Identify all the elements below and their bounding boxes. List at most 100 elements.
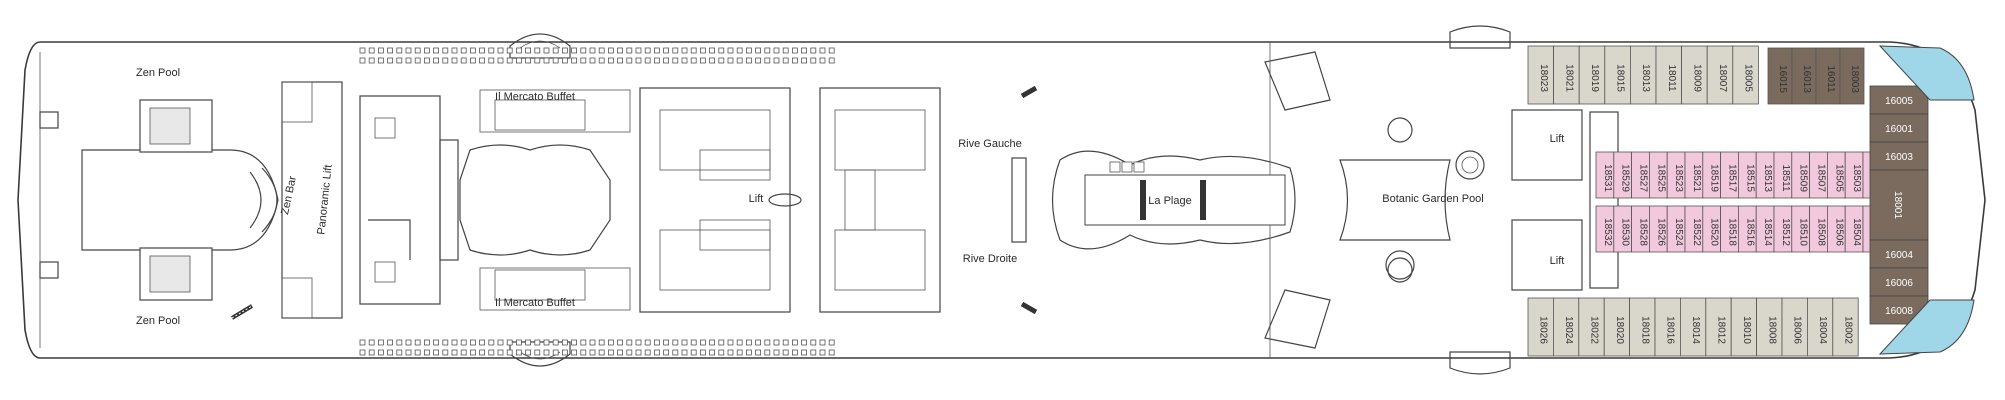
suite[interactable]: 16006 bbox=[1869, 267, 1929, 297]
cabin-number: 18527 bbox=[1638, 164, 1649, 192]
cabin[interactable]: 18532 bbox=[1595, 205, 1615, 253]
cabin[interactable]: 18529 bbox=[1613, 151, 1633, 199]
cabin[interactable]: 18527 bbox=[1631, 151, 1650, 199]
cabin[interactable]: 18515 bbox=[1738, 151, 1757, 199]
cabin[interactable]: 18004 bbox=[1807, 297, 1834, 357]
seat bbox=[828, 339, 835, 346]
cabin-number: 18528 bbox=[1638, 218, 1649, 246]
cabin[interactable]: 18524 bbox=[1666, 205, 1686, 253]
cabin-number: 18013 bbox=[1640, 64, 1651, 92]
cabin[interactable]: 18530 bbox=[1613, 205, 1633, 253]
cabin[interactable]: 18521 bbox=[1684, 151, 1704, 199]
seat bbox=[387, 339, 394, 346]
cabin[interactable]: 18528 bbox=[1631, 205, 1650, 253]
cabin[interactable]: 18526 bbox=[1649, 205, 1668, 253]
cabin[interactable]: 18518 bbox=[1720, 205, 1739, 253]
cabin[interactable]: 18023 bbox=[1527, 45, 1555, 105]
seat bbox=[663, 349, 669, 356]
cabin[interactable]: 18006 bbox=[1781, 297, 1808, 357]
cabin[interactable]: 18513 bbox=[1755, 151, 1775, 199]
cabin[interactable]: 18531 bbox=[1595, 151, 1615, 199]
cabin[interactable]: 18512 bbox=[1773, 205, 1793, 253]
seat bbox=[359, 47, 366, 54]
seat bbox=[635, 349, 642, 356]
cabin[interactable]: 18507 bbox=[1809, 151, 1828, 199]
cabin[interactable]: 16013 bbox=[1791, 47, 1817, 105]
cabin[interactable]: 18511 bbox=[1773, 151, 1793, 199]
cabin[interactable]: 18517 bbox=[1720, 151, 1739, 199]
buffet-label-bottom: Il Mercato Buffet bbox=[495, 297, 575, 309]
cabin[interactable]: 16011 bbox=[1815, 47, 1841, 105]
cabin[interactable]: 18013 bbox=[1630, 45, 1657, 105]
seat bbox=[617, 47, 623, 54]
seat bbox=[387, 47, 394, 54]
cabin[interactable]: 18015 bbox=[1604, 45, 1631, 105]
cabin[interactable]: 18021 bbox=[1553, 45, 1580, 105]
cabin[interactable]: 18018 bbox=[1629, 297, 1656, 357]
cabin[interactable]: 18504 bbox=[1844, 205, 1864, 253]
suite[interactable]: 18001 bbox=[1869, 169, 1929, 241]
botanic-area bbox=[1264, 25, 1511, 375]
seat bbox=[810, 339, 817, 346]
cabin[interactable]: 18505 bbox=[1827, 151, 1846, 199]
cabin[interactable]: 18005 bbox=[1732, 45, 1759, 105]
cabin[interactable]: 18010 bbox=[1730, 297, 1757, 357]
seat bbox=[709, 47, 715, 54]
cabin[interactable]: 18007 bbox=[1706, 45, 1734, 105]
cabin[interactable]: 18020 bbox=[1603, 297, 1630, 357]
zen-pool-label-bottom: Zen Pool bbox=[136, 315, 180, 327]
seat bbox=[359, 349, 366, 356]
seat bbox=[764, 349, 771, 356]
cabin-number: 18529 bbox=[1620, 164, 1631, 192]
cabin[interactable]: 18503 bbox=[1844, 151, 1864, 199]
suite-number: 16008 bbox=[1885, 306, 1913, 317]
cabin[interactable]: 18009 bbox=[1681, 45, 1708, 105]
seat bbox=[479, 57, 486, 64]
seat bbox=[405, 349, 412, 356]
cabin[interactable]: 18509 bbox=[1791, 151, 1811, 199]
cabin[interactable]: 18516 bbox=[1738, 205, 1757, 253]
suite[interactable]: 16003 bbox=[1869, 141, 1929, 171]
cabin[interactable]: 18012 bbox=[1705, 297, 1732, 357]
cabin[interactable]: 18514 bbox=[1755, 205, 1775, 253]
cabin-number: 18514 bbox=[1762, 218, 1773, 246]
seat bbox=[488, 339, 495, 346]
seat bbox=[727, 349, 734, 356]
cabin[interactable]: 18525 bbox=[1649, 151, 1668, 199]
cabin[interactable]: 18011 bbox=[1655, 45, 1683, 105]
cabin[interactable]: 18022 bbox=[1578, 297, 1605, 357]
suite[interactable]: 16004 bbox=[1869, 239, 1929, 269]
cabin[interactable]: 18008 bbox=[1756, 297, 1783, 357]
cabin[interactable]: 18026 bbox=[1527, 297, 1554, 357]
seat bbox=[460, 349, 467, 356]
cabin[interactable]: 18508 bbox=[1809, 205, 1828, 253]
seat bbox=[479, 349, 486, 356]
seat bbox=[746, 47, 752, 54]
cabin[interactable]: 18519 bbox=[1702, 151, 1722, 199]
buffet-label-top: Il Mercato Buffet bbox=[495, 91, 575, 103]
cabin[interactable]: 18506 bbox=[1827, 205, 1846, 253]
seat bbox=[764, 47, 771, 54]
cabin[interactable]: 18522 bbox=[1684, 205, 1704, 253]
suite[interactable]: 16001 bbox=[1869, 113, 1929, 143]
suite[interactable]: 16005 bbox=[1869, 85, 1929, 115]
seat bbox=[580, 47, 587, 54]
cabin[interactable]: 18003 bbox=[1839, 47, 1865, 105]
seat bbox=[387, 349, 394, 356]
cabin[interactable]: 18014 bbox=[1680, 297, 1707, 357]
cabin[interactable]: 18523 bbox=[1666, 151, 1686, 199]
cabin[interactable]: 18019 bbox=[1578, 45, 1606, 105]
cabin-number: 18518 bbox=[1727, 218, 1738, 246]
cabin[interactable]: 18024 bbox=[1553, 297, 1580, 357]
cabin[interactable]: 18510 bbox=[1791, 205, 1811, 253]
cabin[interactable]: 16015 bbox=[1767, 47, 1793, 105]
cabin[interactable]: 18520 bbox=[1702, 205, 1722, 253]
seat bbox=[792, 349, 798, 356]
cabin[interactable]: 18002 bbox=[1832, 297, 1859, 357]
seat bbox=[396, 349, 403, 356]
seat bbox=[469, 57, 476, 64]
cabin-number: 18006 bbox=[1792, 316, 1803, 344]
cabin-number: 18016 bbox=[1665, 316, 1676, 344]
cabin-number: 18513 bbox=[1762, 164, 1773, 192]
cabin[interactable]: 18016 bbox=[1654, 297, 1681, 357]
